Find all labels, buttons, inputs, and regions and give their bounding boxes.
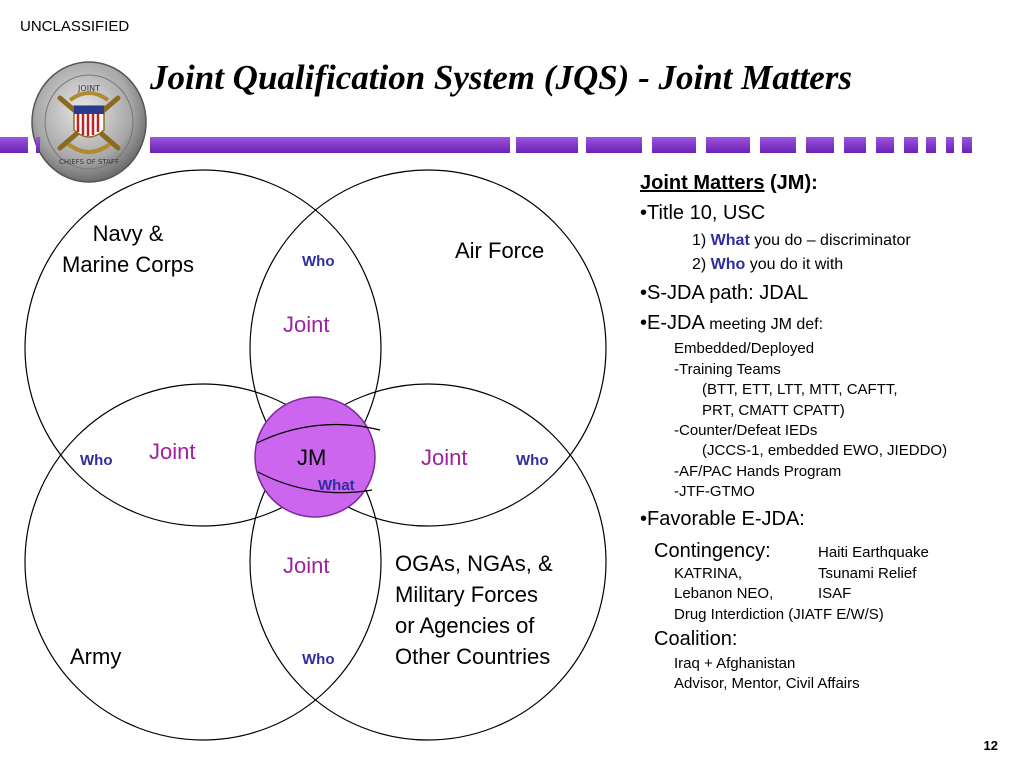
center-what-label: What xyxy=(318,477,355,494)
contingency-item-0: Haiti Earthquake xyxy=(818,544,929,561)
contingency-item-2: Tsunami Relief xyxy=(818,565,917,582)
item1-rest: you do – discriminator xyxy=(749,232,911,249)
who-label-top: Who xyxy=(302,253,335,270)
joint-label-left: Joint xyxy=(149,439,196,464)
venn-circle-airforce xyxy=(249,169,607,527)
region-label-others: OGAs, NGAs, & Military Forces or Agencie… xyxy=(395,551,553,669)
favorable-line: •Favorable E-JDA: xyxy=(640,508,805,530)
header-bar-segment xyxy=(806,137,834,153)
page-title: Joint Qualification System (JQS) - Joint… xyxy=(150,58,852,97)
header-bar-segment xyxy=(652,137,696,153)
header-bar-segment xyxy=(760,137,796,153)
ejda-line-5: (JCCS-1, embedded EWO, JIEDDO) xyxy=(702,442,948,459)
joint-label-right: Joint xyxy=(421,445,468,470)
header-bar-segment xyxy=(946,137,954,153)
item1-key: What xyxy=(710,232,750,249)
center-jm-label: JM xyxy=(297,445,327,470)
ejda-line-3: PRT, CMATT CPATT) xyxy=(702,402,845,419)
header-bar-segment xyxy=(586,137,642,153)
who-label-bottom: Who xyxy=(302,651,335,668)
region-label-airforce: Air Force xyxy=(455,238,545,263)
header-bar-segment xyxy=(36,137,40,153)
contingency-item-5: Drug Interdiction (JIATF E/W/S) xyxy=(674,606,884,623)
sjda-line: •S-JDA path: JDAL xyxy=(640,282,809,304)
header-bar-segment xyxy=(516,137,578,153)
seal-top-text: JOINT xyxy=(77,84,100,93)
title10-item-2: 2) Who you do it with xyxy=(692,256,843,274)
item1-num: 1) xyxy=(692,232,711,249)
venn-circle-navy xyxy=(24,169,382,527)
ejda-line-2: (BTT, ETT, LTT, MTT, CAFTT, xyxy=(702,381,898,398)
contingency-label: Contingency: xyxy=(654,540,771,562)
seal-bottom-text: CHIEFS OF STAFF xyxy=(59,158,119,166)
who-label-right: Who xyxy=(516,452,549,469)
coalition-label: Coalition: xyxy=(654,628,738,650)
coalition-item-1: Advisor, Mentor, Civil Affairs xyxy=(674,675,860,692)
title10-item-1: 1) What you do – discriminator xyxy=(692,232,911,250)
ejda-line-0: Embedded/Deployed xyxy=(674,340,815,357)
ejda-line-7: -JTF-GTMO xyxy=(674,483,755,500)
ejda-line-6: -AF/PAC Hands Program xyxy=(674,463,842,480)
joint-label-top: Joint xyxy=(283,312,330,337)
title10-line: •Title 10, USC xyxy=(640,202,766,224)
ejda-big: •E-JDA xyxy=(640,312,705,334)
joint-label-bottom: Joint xyxy=(283,553,330,578)
venn-circle-others xyxy=(249,383,607,741)
ejda-line-1: -Training Teams xyxy=(674,361,781,378)
ejda-line: •E-JDA meeting JM def: xyxy=(640,312,823,335)
header-bar-segment xyxy=(844,137,866,153)
coalition-item-0: Iraq + Afghanistan xyxy=(674,655,796,672)
header-bar-segment xyxy=(150,137,510,153)
who-label-left: Who xyxy=(80,452,113,469)
header-bar-segment xyxy=(876,137,894,153)
header-bar-segment xyxy=(706,137,750,153)
classification-label: UNCLASSIFIED xyxy=(20,18,130,35)
page-number: 12 xyxy=(983,738,998,753)
contingency-item-1: KATRINA, xyxy=(674,565,743,582)
header-bar-segment xyxy=(926,137,936,153)
panel-heading-rest: (JM): xyxy=(764,172,818,194)
venn-circle-army xyxy=(24,383,382,741)
region-label-navy: Navy & Marine Corps xyxy=(62,221,195,277)
header-bar-segment xyxy=(0,137,28,153)
ejda-small: meeting JM def: xyxy=(704,316,824,333)
item2-num: 2) xyxy=(692,256,711,273)
panel-heading: Joint Matters (JM): xyxy=(640,172,818,195)
region-label-army: Army xyxy=(70,644,122,669)
contingency-item-3: Lebanon NEO, xyxy=(674,585,774,602)
item2-key: Who xyxy=(710,256,746,273)
item2-rest: you do it with xyxy=(745,256,844,273)
venn-diagram: Navy & Marine Corps Air Force Army OGAs,… xyxy=(0,160,620,768)
header-bar-segment xyxy=(962,137,972,153)
header-bar-segment xyxy=(904,137,918,153)
contingency-item-4: ISAF xyxy=(818,585,852,602)
joint-chiefs-seal-logo: JOINT CHIEFS OF STAFF xyxy=(31,61,147,183)
ejda-line-4: -Counter/Defeat IEDs xyxy=(674,422,818,439)
panel-heading-underlined: Joint Matters xyxy=(640,172,765,194)
venn-center-jm xyxy=(254,396,376,518)
